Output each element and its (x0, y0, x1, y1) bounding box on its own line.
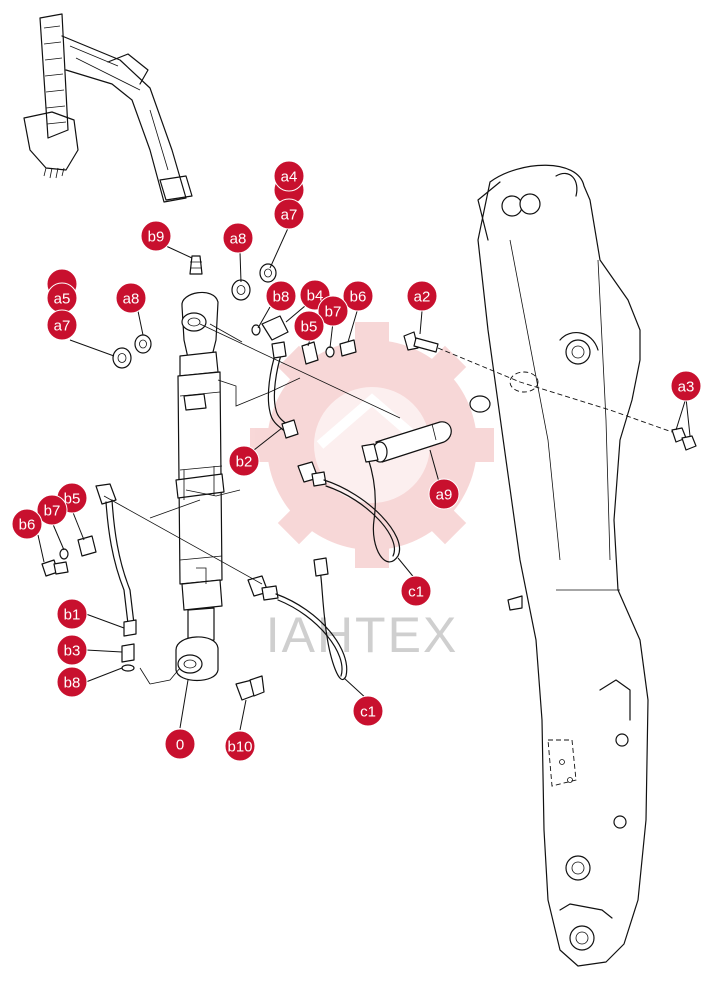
watermark-text: IAHTEX (266, 607, 459, 663)
bolt-a2 (403, 331, 439, 353)
callout-circle (352, 695, 384, 727)
callout-c1-bottom: c1 (352, 695, 384, 727)
cylinder-assembly (175, 291, 225, 681)
callout-b5-top: b5 (293, 310, 325, 342)
callout-a2: a2 (406, 280, 438, 312)
washers (112, 263, 277, 369)
callout-c1-right: c1 (400, 575, 432, 607)
callout-label: a7 (54, 318, 71, 335)
callout-circle (428, 478, 460, 510)
callout-circle (273, 198, 305, 230)
callout-label: a7 (281, 207, 298, 224)
callout-label: b1 (64, 607, 81, 624)
callout-a7-left: a7 (46, 309, 78, 341)
callout-b3: b3 (56, 634, 88, 666)
callout-label: c1 (360, 704, 376, 721)
callout-a7-top: a7 (273, 198, 305, 230)
callout-a5: a5 (46, 268, 78, 314)
callout-circle (228, 445, 260, 477)
callout-label: a2 (414, 289, 431, 306)
callout-circle (56, 598, 88, 630)
callout-label: b5 (64, 491, 81, 508)
callout-label: a3 (678, 379, 695, 396)
upper-fittings (251, 315, 357, 365)
callout-circle (115, 282, 147, 314)
callout-circle (140, 220, 172, 252)
callout-label: a5 (54, 291, 71, 308)
lower-left-fittings (41, 535, 97, 577)
callout-b2: b2 (228, 445, 260, 477)
callout-circle (46, 309, 78, 341)
callout-label: b7 (325, 304, 342, 321)
callout-b6-left: b6 (11, 508, 43, 540)
callout-label: b7 (44, 503, 61, 520)
callout-b8-top: b8 (265, 280, 297, 312)
callout-label: 0 (176, 737, 184, 754)
leader-lines (37, 225, 691, 731)
callout-label: a9 (436, 487, 453, 504)
hose-c1-bottom (247, 557, 348, 680)
callout-label: b8 (273, 289, 290, 306)
callout-label: c1 (408, 584, 424, 601)
callout-circle (273, 160, 305, 192)
callout-circle (222, 222, 254, 254)
callout-circle (36, 494, 68, 526)
callout-a3: a3 (670, 370, 702, 402)
callout-label: b4 (307, 288, 324, 305)
callout-label: b10 (227, 739, 252, 756)
callout-b6-top: b6 (342, 280, 374, 312)
callout-circle (670, 370, 702, 402)
callout-circle (224, 730, 256, 762)
hose-c1-right (297, 443, 401, 563)
callout-a9: a9 (428, 478, 460, 510)
callout-label: b5 (301, 319, 318, 336)
callout-label: a4 (281, 169, 298, 186)
callout-label: a8 (230, 231, 247, 248)
callout-b10: b10 (224, 730, 256, 762)
callout-circle (293, 310, 325, 342)
callout-label: b8 (64, 675, 81, 692)
pipe-b1 (95, 483, 137, 672)
callout-label: b3 (64, 643, 81, 660)
callout-circle (317, 295, 349, 327)
elbow-b10 (235, 675, 265, 701)
callout-b7-left: b7 (36, 494, 68, 526)
pipe-b2 (267, 341, 299, 439)
callout-circle (11, 508, 43, 540)
bolt-axis-line (437, 347, 673, 433)
callout-label: b2 (236, 454, 253, 471)
callout-a4: a4 (273, 160, 305, 206)
reference-lines (103, 323, 401, 685)
callout-circle (406, 280, 438, 312)
callout-zero: 0 (164, 728, 196, 760)
callout-b9: b9 (140, 220, 172, 252)
excavator-thumbnail (23, 13, 193, 203)
callout-circle (56, 634, 88, 666)
callout-circle (164, 728, 196, 760)
callout-b1: b1 (56, 598, 88, 630)
callout-circle (265, 280, 297, 312)
grease-nipple-b9 (189, 255, 203, 275)
callout-a8-top: a8 (222, 222, 254, 254)
callout-circle (400, 575, 432, 607)
callout-circle (342, 280, 374, 312)
callout-b8-left: b8 (56, 666, 88, 698)
callout-circle (56, 666, 88, 698)
boom-arm (477, 164, 649, 967)
callout-b7-top: b7 (317, 295, 349, 327)
callout-label: b6 (19, 517, 36, 534)
nuts-a3 (671, 427, 697, 451)
boom-pin-holes (469, 371, 539, 413)
callout-label: b9 (148, 229, 165, 246)
callout-label: a8 (123, 291, 140, 308)
callout-a8-left: a8 (115, 282, 147, 314)
callout-label: b6 (350, 289, 367, 306)
